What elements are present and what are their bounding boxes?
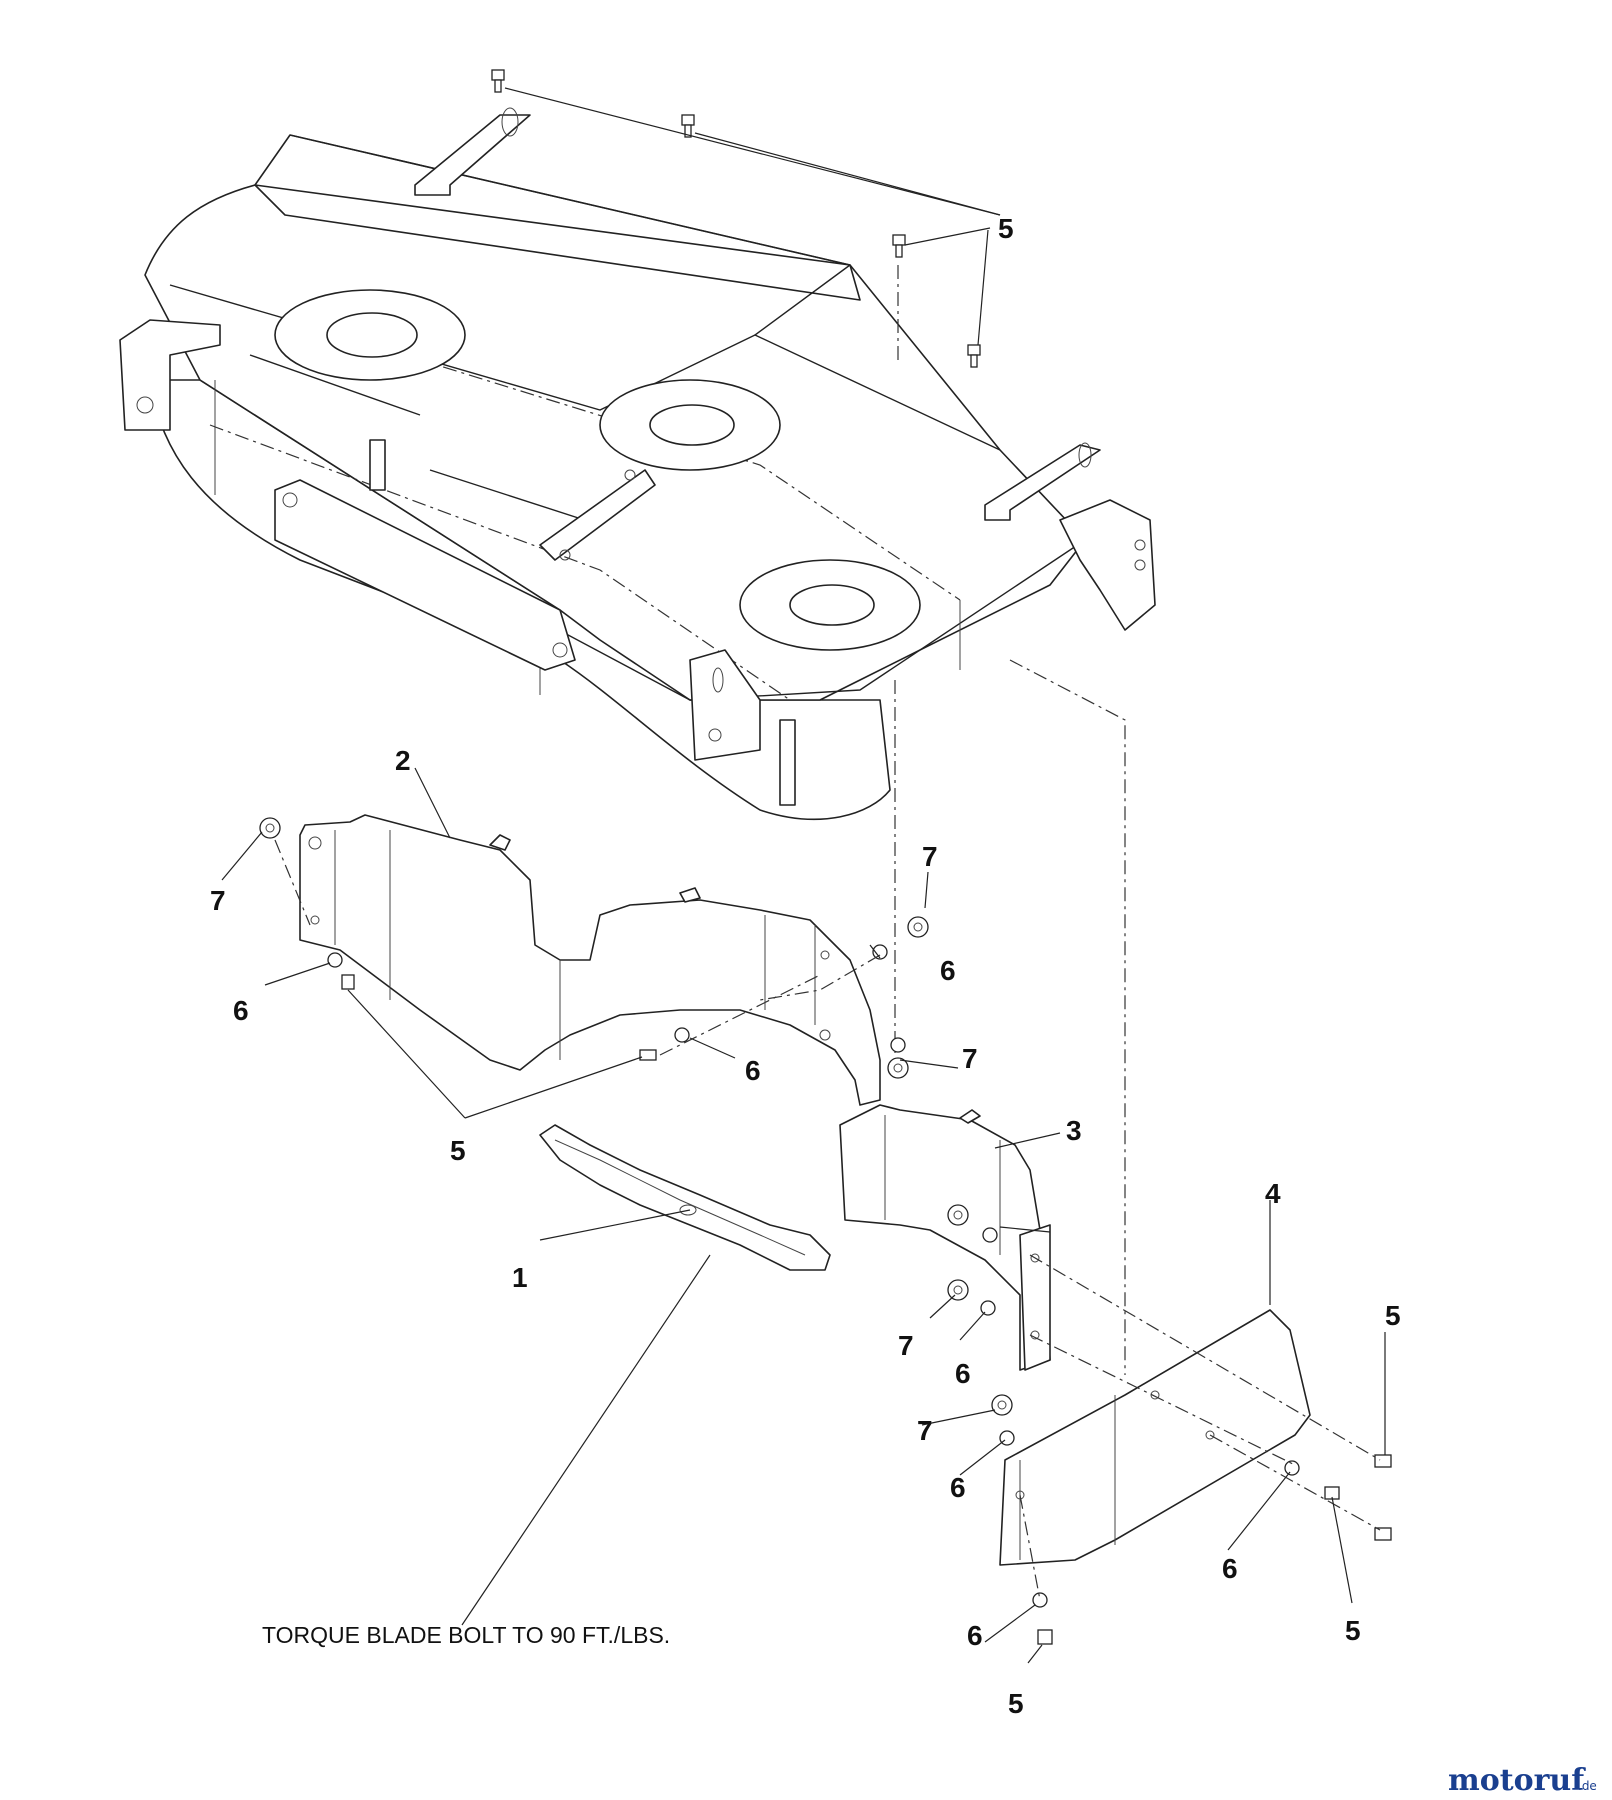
- callout-labels: 5 2 7 6 5 6 7 6 7 3 1 4 7 6 5 7 6 6 5 6 …: [210, 213, 1401, 1719]
- part-3-right-baffle: [839, 1104, 1051, 1371]
- callout-6-top-right: 6: [940, 955, 956, 986]
- deck-plate: [539, 469, 656, 561]
- deck-rear-rail: [274, 479, 576, 671]
- spindle-mount-center: [599, 379, 781, 471]
- callout-6-mid: 6: [745, 1055, 761, 1086]
- torque-note: TORQUE BLADE BOLT TO 90 FT./LBS.: [262, 1622, 670, 1648]
- deck-front-lip: [254, 184, 861, 301]
- callout-7-left: 7: [210, 885, 226, 916]
- callout-6-lower-right: 6: [1222, 1553, 1238, 1584]
- hardware: [259, 817, 1392, 1645]
- watermark-brand: motoruf: [1448, 1763, 1586, 1798]
- callout-5-top: 5: [998, 213, 1014, 244]
- callout-5-lower-right: 5: [1345, 1615, 1361, 1646]
- callout-3: 3: [1066, 1115, 1082, 1146]
- callout-1: 1: [512, 1262, 528, 1293]
- callout-5-left: 5: [450, 1135, 466, 1166]
- watermark-suffix: .de: [1578, 1779, 1597, 1793]
- deck-side-bracket-left: [119, 319, 221, 431]
- callout-5-right-top: 5: [1385, 1300, 1401, 1331]
- callout-7-lower-a: 7: [898, 1330, 914, 1361]
- callout-6-lower-a: 6: [955, 1358, 971, 1389]
- leader-lines: [221, 767, 1386, 1664]
- deck-side-bracket-right: [1059, 499, 1156, 631]
- deck-post: [369, 439, 386, 491]
- callout-2: 2: [395, 745, 411, 776]
- part-2-left-baffle: [299, 814, 881, 1106]
- callout-7-mid-right: 7: [962, 1043, 978, 1074]
- motoruf-watermark: motoruf .de: [1448, 1763, 1597, 1798]
- deck-bracket-front-left: [414, 114, 531, 196]
- callout-7-top-right: 7: [922, 841, 938, 872]
- mower-deck-housing: [119, 107, 1156, 821]
- deck-front-bracket: [689, 649, 761, 761]
- deck-post-2: [779, 719, 796, 806]
- callout-6-lower-b: 6: [950, 1472, 966, 1503]
- deck-bracket-front-right: [984, 444, 1101, 521]
- deck-top-bolts: [491, 69, 1001, 368]
- align-line-2: [1009, 659, 1126, 1375]
- part-1-blade: [539, 1124, 831, 1271]
- spindle-mount-left: [274, 289, 466, 381]
- callout-6-bottom: 6: [967, 1620, 983, 1651]
- spindle-mount-right: [739, 559, 921, 651]
- callout-6-left: 6: [233, 995, 249, 1026]
- callout-4: 4: [1265, 1178, 1281, 1209]
- callout-7-lower-b: 7: [917, 1415, 933, 1446]
- callout-5-bottom: 5: [1008, 1688, 1024, 1719]
